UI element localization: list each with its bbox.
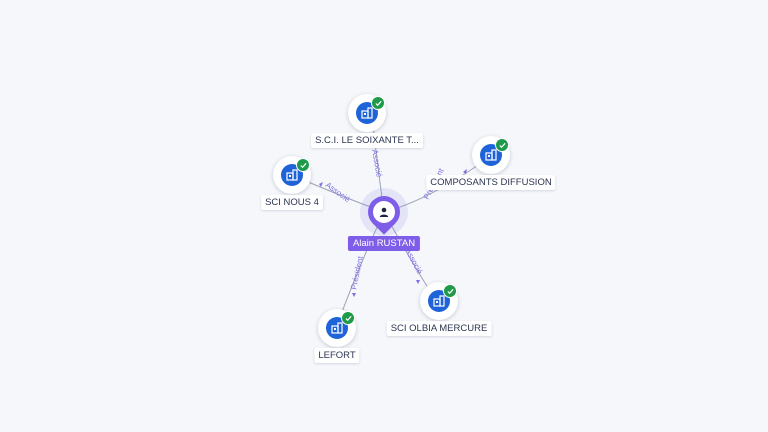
relation-label-soixante: Associé [370, 149, 384, 179]
company-label-lefort[interactable]: LEFORT [314, 348, 360, 363]
relation-label-nous4: Associé [324, 180, 352, 204]
check-icon [296, 158, 310, 172]
relation-label-olbia: Associé [403, 247, 424, 276]
company-label-soixante[interactable]: S.C.I. LE SOIXANTE T... [311, 133, 423, 148]
check-icon [341, 311, 355, 325]
relation-label-lefort: Président [349, 255, 365, 291]
person-name-label[interactable]: Alain RUSTAN [347, 236, 421, 251]
company-label-nous4[interactable]: SCI NOUS 4 [261, 195, 323, 210]
check-icon [371, 96, 385, 110]
arrow-composants [463, 169, 467, 174]
arrow-lefort [352, 293, 356, 297]
arrow-olbia [416, 280, 420, 284]
check-icon [443, 284, 457, 298]
arrow-nous4 [319, 182, 323, 187]
company-label-olbia[interactable]: SCI OLBIA MERCURE [386, 321, 492, 336]
company-label-composants[interactable]: COMPOSANTS DIFFUSION [426, 175, 556, 190]
check-icon [495, 138, 509, 152]
user-icon [373, 201, 395, 223]
